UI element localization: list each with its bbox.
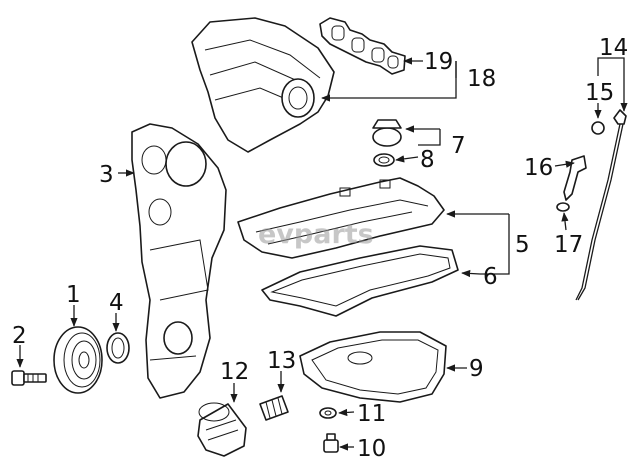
oil-seal [106,332,130,364]
callout-8: 8 [420,147,435,173]
callout-2: 2 [12,323,27,349]
filter-union-bolt [259,395,289,421]
callout-6: 6 [483,264,498,290]
pulley-bolt [11,370,47,386]
callout-4: 4 [109,290,124,316]
callout-16: 16 [524,155,553,181]
callout-labels: 1 2 3 4 5 6 7 8 9 10 11 12 13 14 15 16 1… [12,35,628,462]
dipstick-o-ring [591,121,605,135]
callout-7: 7 [451,133,466,159]
callout-17: 17 [554,232,583,258]
callout-9: 9 [469,356,484,382]
callout-12: 12 [220,359,249,385]
dipstick-guide [563,155,587,201]
callout-19: 19 [424,49,453,75]
oil-filter [197,402,247,457]
callout-13: 13 [267,348,296,374]
filler-cap-gasket [373,153,395,167]
oil-filler-cap [372,119,402,147]
callout-11: 11 [357,401,386,427]
intake-manifold [191,17,335,153]
leader-lines [16,57,628,451]
valve-cover-gasket [261,245,459,317]
callout-15: 15 [585,80,614,106]
callout-3: 3 [99,162,114,188]
callout-10: 10 [357,436,386,462]
callout-14: 14 [599,35,628,61]
valve-cover [237,177,445,259]
callout-5: 5 [515,232,530,258]
callout-1: 1 [66,282,81,308]
watermark: evparts [258,219,374,250]
drain-plug-gasket [319,407,337,419]
intake-gasket [319,17,406,75]
oil-dipstick [575,109,627,301]
callout-18: 18 [467,66,496,92]
timing-cover [131,123,227,399]
oil-pan [299,331,447,403]
drain-plug [323,433,339,453]
crank-pulley [53,326,103,394]
guide-o-ring [556,202,570,212]
